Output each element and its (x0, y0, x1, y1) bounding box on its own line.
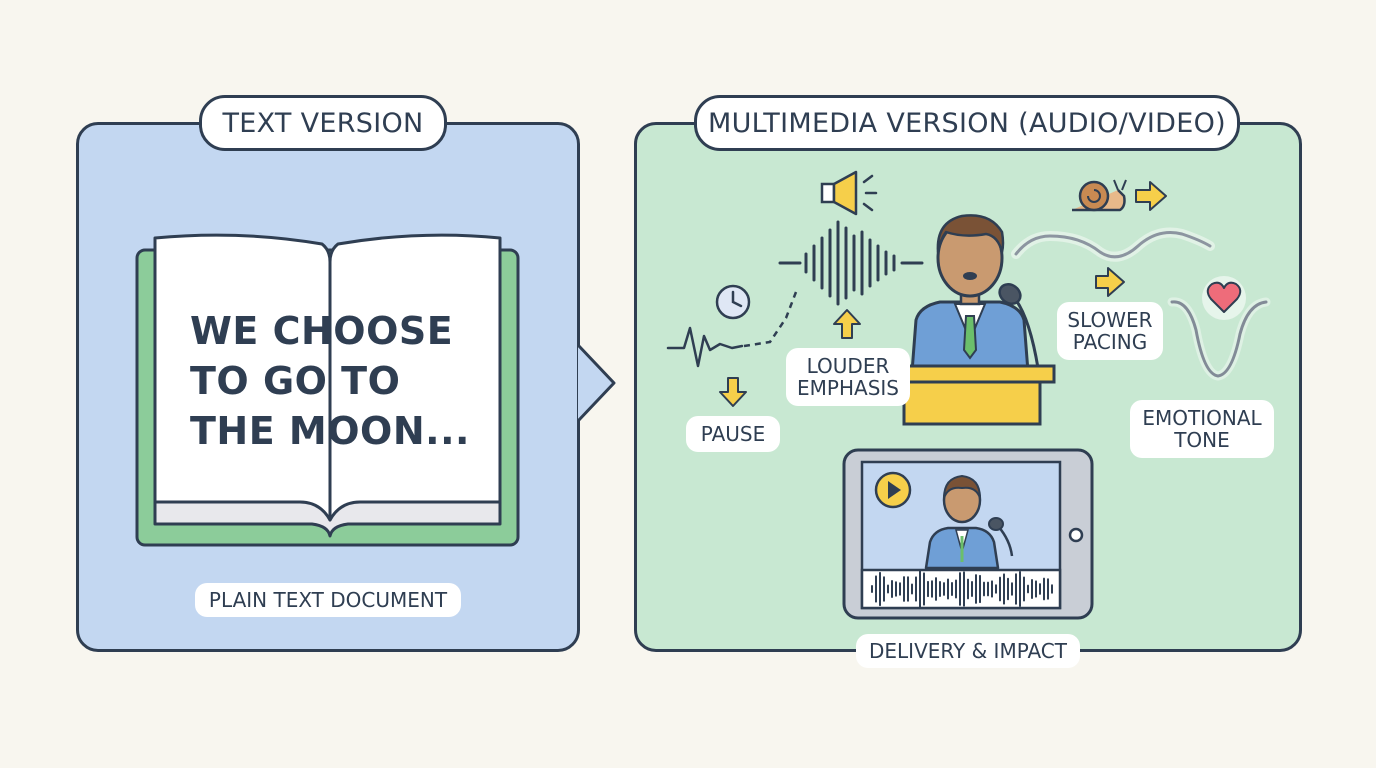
emotional-tone-label: EMOTIONAL TONE (1130, 400, 1274, 458)
pause-waveform (666, 291, 798, 368)
podium (892, 364, 1056, 426)
snail-icon (1072, 179, 1127, 212)
book-quote-text: WE CHOOSE TO GO TO THE MOON... (190, 309, 470, 453)
slow-waveform-glow (1011, 227, 1215, 262)
emotional-curve (1170, 300, 1268, 378)
slower-pacing-label: SLOWER PACING (1057, 302, 1163, 360)
louder-emphasis-label: LOUDER EMPHASIS (786, 348, 910, 406)
loud-waveform (778, 220, 924, 306)
microphone-icon (988, 517, 1004, 531)
audio-track-waveform (871, 570, 1053, 608)
arrow-right-icon (1095, 267, 1125, 297)
pause-label: PAUSE (686, 416, 780, 452)
heart-icon (1202, 276, 1246, 320)
arrow-down-icon (719, 377, 747, 407)
plain-text-document-caption: PLAIN TEXT DOCUMENT (195, 583, 461, 617)
microphone-icon (998, 283, 1040, 369)
panel-connector-arrow (576, 343, 616, 423)
tablet-speaker (924, 474, 1014, 570)
multimedia-version-title: MULTIMEDIA VERSION (AUDIO/VIDEO) (694, 95, 1240, 151)
emotional-curve-glow (1167, 297, 1271, 381)
delivery-impact-caption: DELIVERY & IMPACT (856, 634, 1080, 668)
arrow-up-icon (833, 309, 861, 339)
arrow-right-icon (1135, 181, 1167, 211)
speaker-icon (910, 214, 1030, 374)
play-icon[interactable] (874, 471, 912, 509)
slow-waveform (1014, 231, 1212, 259)
open-book-icon (135, 233, 520, 547)
clock-icon (715, 284, 751, 320)
megaphone-icon (820, 170, 878, 216)
text-version-title: TEXT VERSION (199, 95, 447, 151)
